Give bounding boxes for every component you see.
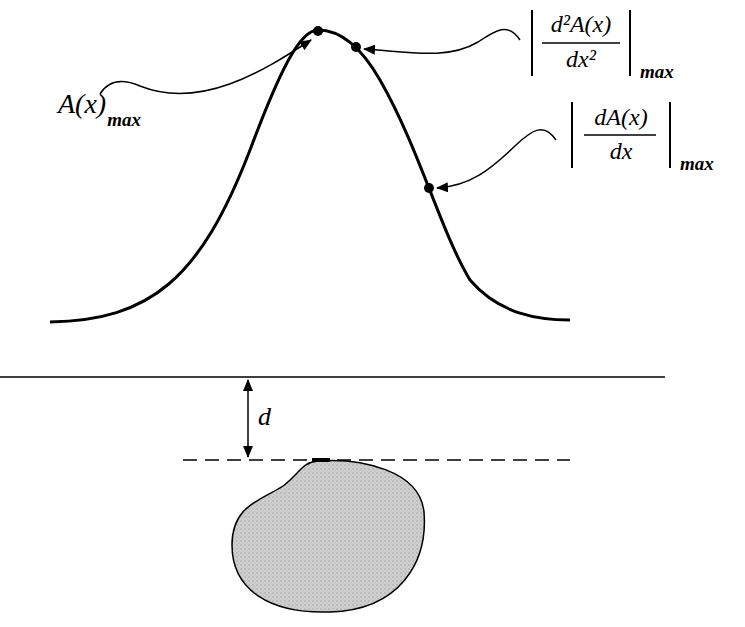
slope-point (424, 183, 434, 193)
subscript-label: max (107, 110, 141, 129)
abs-bar (629, 10, 631, 76)
depth-arrow (247, 380, 249, 457)
subscript-label: max (680, 154, 714, 173)
fraction-bar (584, 134, 656, 136)
leader-arrow (100, 40, 311, 94)
denominator-label: dx² (566, 47, 596, 71)
numerator-label: dA(x) (594, 105, 647, 129)
subscript-label: max (640, 62, 674, 81)
max-point (313, 26, 323, 36)
denominator-label: dx (610, 139, 633, 163)
numerator-label: d²A(x) (551, 12, 612, 36)
curvature-point (351, 42, 361, 52)
abs-bar (571, 102, 573, 168)
leader-arrow (437, 130, 556, 188)
abs-bar (531, 10, 533, 76)
dimension-label: d (258, 404, 271, 430)
depth-line (183, 459, 570, 461)
abs-bar (669, 102, 671, 168)
leader-arrow (364, 29, 520, 53)
amplitude-label: A(x) (58, 90, 106, 118)
buried-body (232, 461, 424, 613)
bell-curve (50, 30, 570, 322)
surface-line (0, 376, 665, 378)
top-point (312, 458, 330, 462)
fraction-bar (542, 42, 620, 44)
